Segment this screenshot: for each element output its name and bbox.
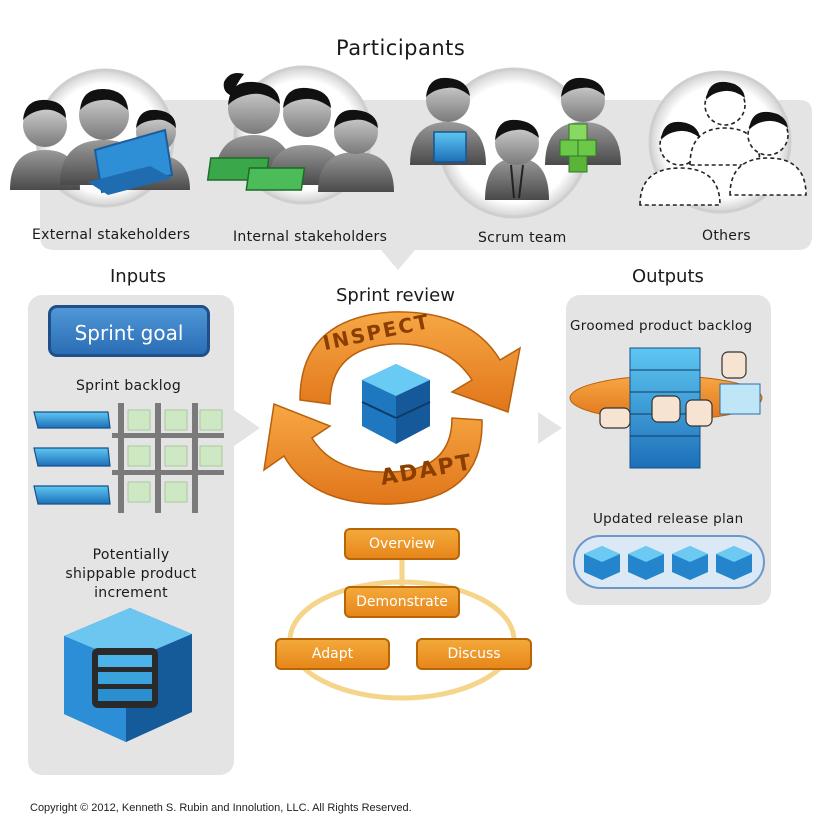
increment-label-line3: increment (94, 585, 168, 601)
increment-label-line2: shippable product (65, 566, 197, 582)
sprint-review-title: Sprint review (336, 285, 455, 306)
sprint-backlog-grid (33, 403, 224, 513)
external-stakeholders-label: External stakeholders (32, 227, 191, 243)
step-demonstrate: Demonstrate (344, 586, 460, 618)
internal-stakeholders-label: Internal stakeholders (233, 229, 388, 245)
sprint-backlog-label: Sprint backlog (76, 378, 182, 394)
outputs-arrow (538, 412, 562, 444)
inputs-title: Inputs (110, 266, 166, 287)
others-hair (661, 81, 788, 140)
groomed-backlog-label: Groomed product backlog (570, 318, 753, 334)
increment-cube-icon (64, 608, 192, 742)
increment-label: Potentially shippable product increment (28, 546, 234, 603)
scrum-team-icon (410, 77, 621, 200)
release-plan-tray (573, 535, 765, 589)
participants-title: Participants (336, 36, 466, 60)
others-label: Others (702, 228, 751, 244)
inspect-adapt-cycle (262, 311, 522, 505)
inputs-arrow (234, 410, 260, 446)
sprint-goal-box: Sprint goal (48, 305, 210, 357)
copyright-footer: Copyright © 2012, Kenneth S. Rubin and I… (30, 802, 412, 814)
outputs-title: Outputs (632, 266, 704, 287)
increment-label-line1: Potentially (92, 547, 170, 563)
groomed-backlog-icon (569, 347, 763, 469)
external-stakeholders-icon (10, 88, 190, 195)
scrum-team-label: Scrum team (478, 230, 567, 246)
release-plan-label: Updated release plan (593, 511, 744, 527)
release-plan-cubes (584, 546, 752, 580)
step-adapt: Adapt (275, 638, 390, 670)
others-icon (639, 84, 807, 206)
internal-stakeholders-icon (206, 73, 394, 192)
step-overview: Overview (344, 528, 460, 560)
step-discuss: Discuss (416, 638, 532, 670)
